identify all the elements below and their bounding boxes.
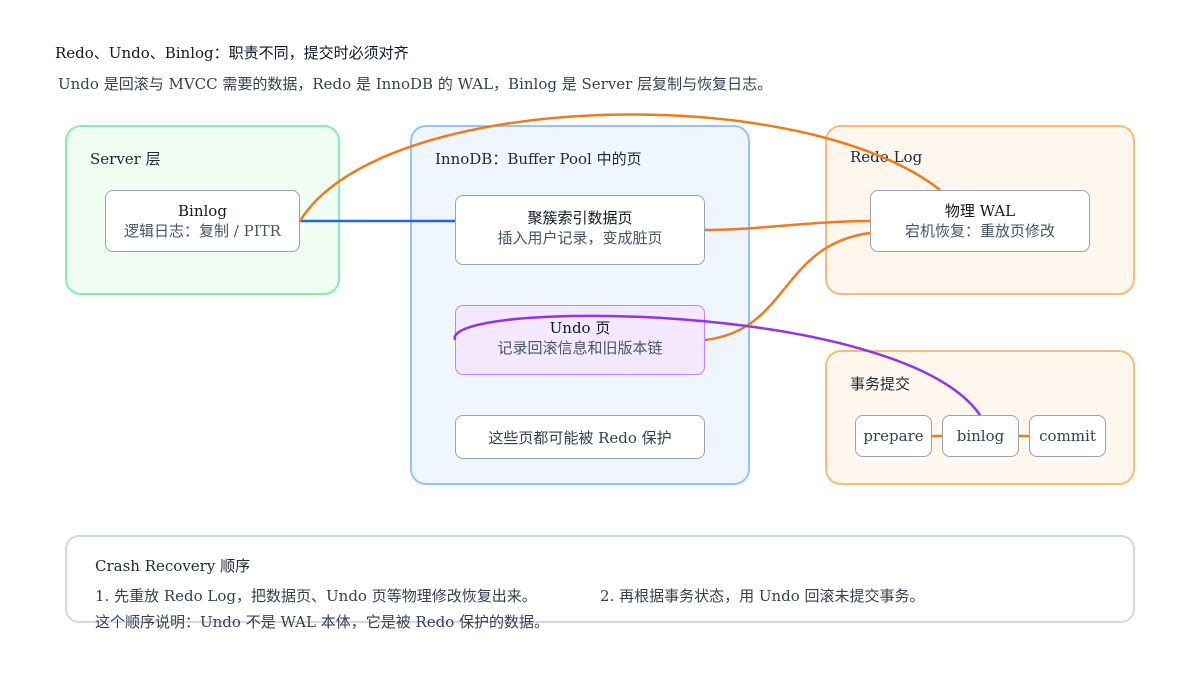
binlog-step: binlog: [942, 415, 1019, 457]
crash-recovery-note: 这个顺序说明：Undo 不是 WAL 本体，它是被 Redo 保护的数据。: [95, 613, 550, 631]
prepare-step: prepare: [855, 415, 932, 457]
binlog-box: Binlog 逻辑日志：复制 / PITR: [105, 190, 300, 252]
undo-page-desc: 记录回滚信息和旧版本链: [497, 339, 663, 357]
binlog-desc: 逻辑日志：复制 / PITR: [124, 222, 281, 240]
page-subtitle: Undo 是回滚与 MVCC 需要的数据，Redo 是 InnoDB 的 WAL…: [58, 75, 773, 93]
physical-wal-title: 物理 WAL: [944, 202, 1016, 220]
clustered-index-page-desc: 插入用户记录，变成脏页: [497, 229, 663, 247]
physical-wal-desc: 宕机恢复：重放页修改: [904, 222, 1055, 240]
redo-log-label: Redo Log: [850, 148, 923, 166]
crash-recovery-step-2: 2. 再根据事务状态，用 Undo 回滚未提交事务。: [600, 587, 925, 605]
undo-page-title: Undo 页: [549, 319, 611, 337]
transaction-commit-label: 事务提交: [850, 375, 911, 393]
clustered-index-page-box: 聚簇索引数据页 插入用户记录，变成脏页: [455, 195, 705, 265]
crash-recovery-step-1: 1. 先重放 Redo Log，把数据页、Undo 页等物理修改恢复出来。: [95, 587, 537, 605]
crash-recovery-panel: [65, 535, 1135, 623]
page-title: Redo、Undo、Binlog：职责不同，提交时必须对齐: [55, 44, 409, 62]
binlog-title: Binlog: [178, 202, 227, 220]
commit-step: commit: [1029, 415, 1106, 457]
undo-page-box: Undo 页 记录回滚信息和旧版本链: [455, 305, 705, 375]
redo-protection-note: 这些页都可能被 Redo 保护: [455, 415, 705, 459]
innodb-label: InnoDB：Buffer Pool 中的页: [435, 150, 642, 168]
clustered-index-page-title: 聚簇索引数据页: [527, 209, 633, 227]
crash-recovery-title: Crash Recovery 顺序: [95, 557, 251, 575]
physical-wal-box: 物理 WAL 宕机恢复：重放页修改: [870, 190, 1090, 252]
server-layer-label: Server 层: [90, 150, 161, 168]
